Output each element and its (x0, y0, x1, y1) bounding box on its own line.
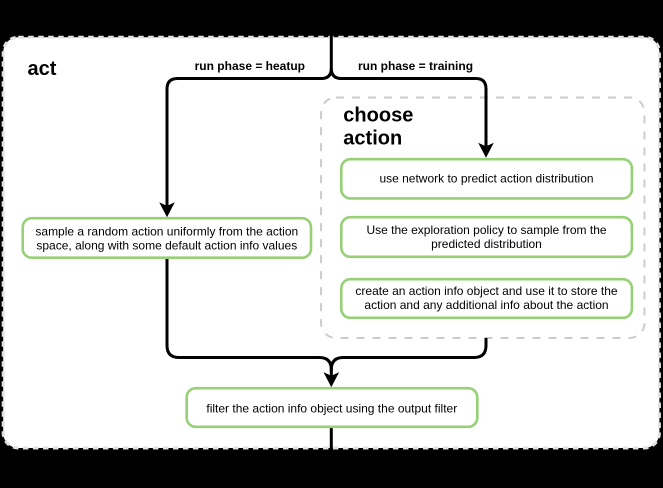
svg-text:act: act (28, 58, 57, 80)
svg-text:action and any additional info: action and any additional info about the… (364, 298, 608, 312)
svg-text:Use the exploration policy to: Use the exploration policy to sample fro… (366, 223, 606, 237)
svg-text:create an action info object a: create an action info object and use it … (355, 284, 617, 298)
svg-text:predicted distribution: predicted distribution (431, 237, 542, 251)
svg-text:sample a random action uniform: sample a random action uniformly from th… (35, 225, 298, 239)
svg-text:action: action (343, 128, 402, 150)
svg-text:space, along with some default: space, along with some default action in… (36, 239, 297, 253)
svg-text:use network to predict action: use network to predict action distributi… (379, 172, 593, 186)
svg-text:run phase = heatup: run phase = heatup (195, 59, 305, 73)
svg-text:filter the action info object: filter the action info object using the … (206, 401, 457, 415)
svg-text:run phase = training: run phase = training (358, 59, 473, 73)
svg-text:choose: choose (343, 105, 413, 127)
